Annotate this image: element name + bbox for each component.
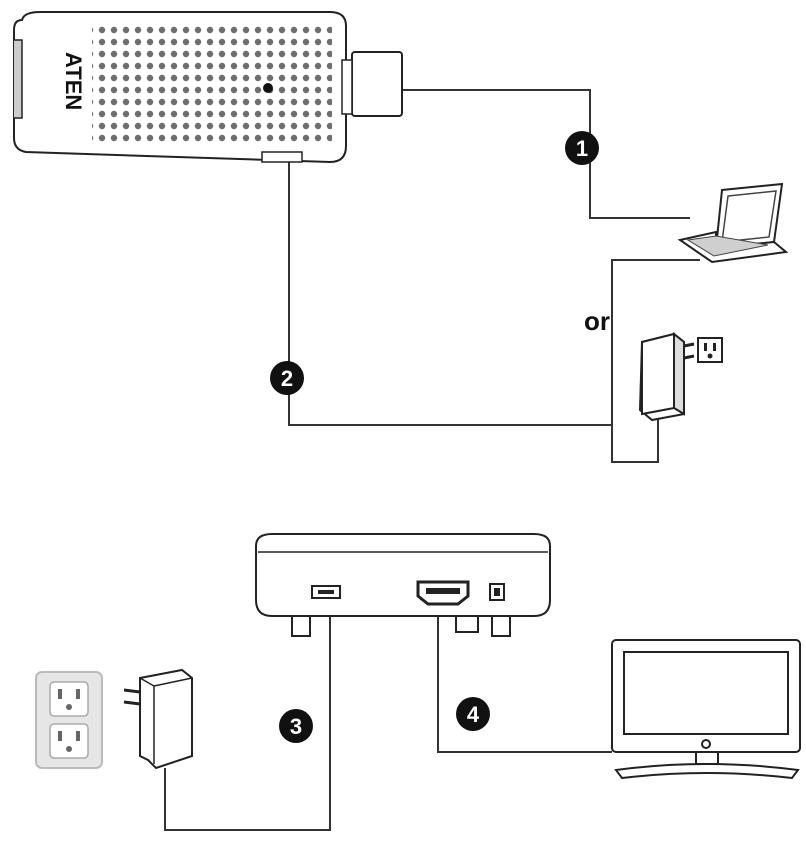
power-adapter-icon [638, 331, 695, 422]
cable-branch-adapter [611, 418, 659, 463]
cable-step-1 [403, 89, 690, 219]
power-adapter-icon [123, 668, 193, 770]
cables [164, 89, 700, 831]
cable-step-3 [164, 604, 331, 831]
step-number: 2 [281, 366, 293, 391]
receiver-icon [255, 533, 551, 637]
step-badge-3: 3 [279, 709, 313, 743]
brand-logo-text: ATEN [61, 52, 86, 110]
step-badge-1: 1 [565, 131, 599, 165]
step-number: 3 [290, 714, 302, 739]
step-badge-2: 2 [270, 361, 304, 395]
wall-outlet-icon [35, 671, 103, 769]
cable-step-4 [437, 604, 612, 753]
step-number: 4 [467, 702, 480, 727]
cable-branch-laptop [611, 259, 700, 425]
step-badge-4: 4 [456, 697, 490, 731]
hdmi-transmitter-icon: ATEN [13, 11, 403, 164]
outlet-icon [697, 337, 723, 363]
tv-icon [611, 639, 801, 780]
or-label: or [584, 306, 610, 336]
step-number: 1 [576, 136, 588, 161]
laptop-icon [677, 182, 789, 264]
cable-step-2 [288, 162, 612, 426]
